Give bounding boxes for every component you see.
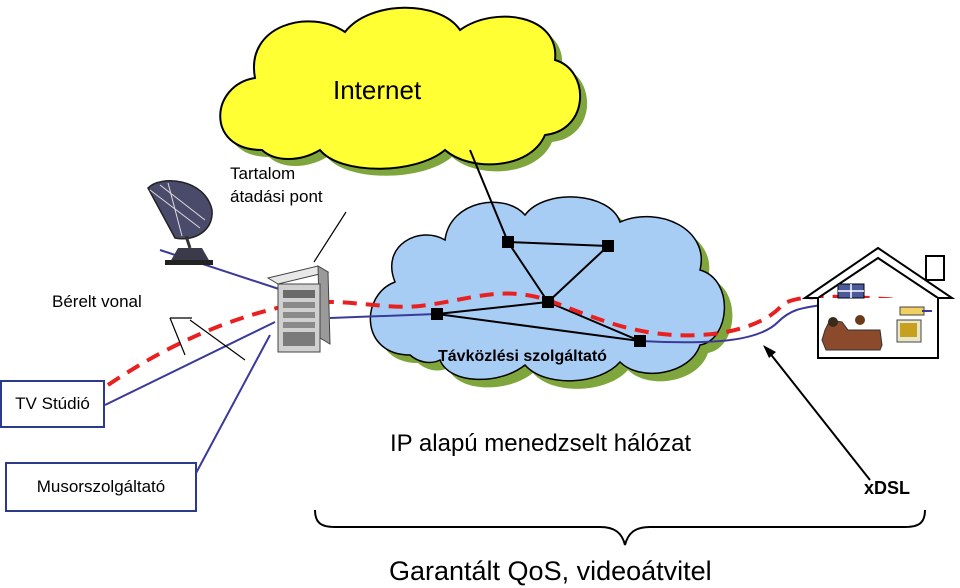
tv-studio-box: TV Stúdió xyxy=(0,380,105,428)
house-icon xyxy=(801,246,956,359)
internet-cloud xyxy=(219,6,588,176)
satellite-dish-icon xyxy=(147,180,213,265)
xdsl-label: xDSL xyxy=(864,478,911,498)
tartalom-label-line1: Tartalom xyxy=(230,164,296,183)
internet-link xyxy=(469,149,509,243)
network-links xyxy=(436,241,641,342)
xdsl-arrowhead xyxy=(763,345,776,358)
berelt-label: Bérelt vonal xyxy=(52,292,142,311)
callout-lines xyxy=(169,211,871,481)
red-dashed-path xyxy=(106,291,901,387)
brace xyxy=(314,509,926,546)
qos-label: Garantált QoS, videoátvitel xyxy=(389,556,712,586)
musor-box: Musorszolgáltató xyxy=(5,462,197,512)
tartalom-label-line2: átadási pont xyxy=(230,187,323,206)
ip-network-label: IP alapú menedzselt hálózat xyxy=(390,430,692,457)
router-node-icon xyxy=(431,236,646,347)
internet-label: Internet xyxy=(333,75,422,105)
server-rack-icon xyxy=(266,265,331,353)
tavkozlesi-label: Távközlési szolgáltató xyxy=(438,348,607,365)
